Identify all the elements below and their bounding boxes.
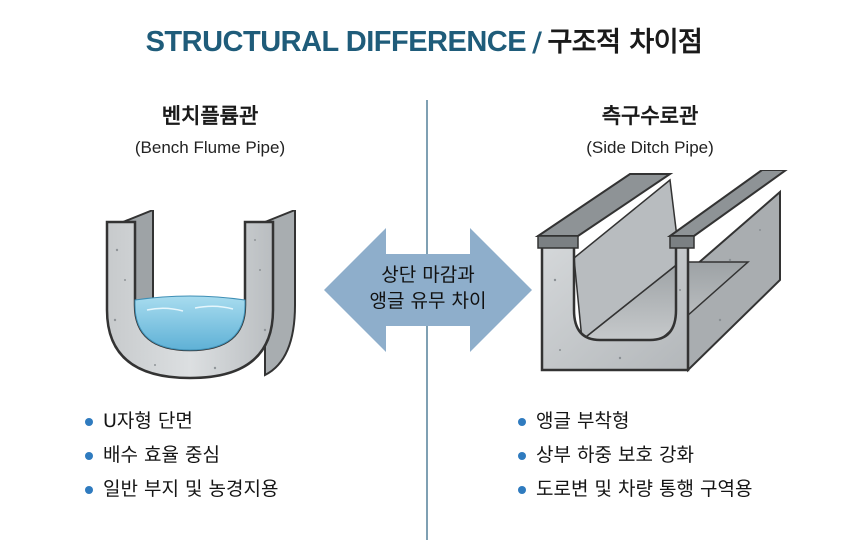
title-english: STRUCTURAL DIFFERENCE (145, 26, 527, 58)
water-fill (134, 295, 246, 351)
difference-caption: 상단 마감과 앵글 유무 차이 (324, 262, 532, 314)
bench-flume-heading: 벤치플륨관 (Bench Flume Pipe) (50, 100, 370, 158)
list-item: 배수 효율 중심 (83, 438, 278, 472)
side-ditch-illustration (534, 170, 788, 373)
list-item: 상부 하중 보호 강화 (516, 438, 752, 472)
difference-caption-line2: 앵글 유무 차이 (369, 290, 487, 312)
list-item: 앵글 부착형 (516, 404, 752, 438)
bench-flume-illustration (105, 210, 296, 380)
bench-flume-name-korean: 벤치플륨관 (161, 104, 259, 128)
list-item: U자형 단면 (83, 404, 278, 438)
side-ditch-features: 앵글 부착형 상부 하중 보호 강화 도로변 및 차량 통행 구역용 (516, 404, 752, 506)
difference-caption-line1: 상단 마감과 (381, 264, 475, 286)
list-item: 일반 부지 및 농경지용 (83, 472, 278, 506)
side-ditch-heading: 측구수로관 (Side Ditch Pipe) (490, 100, 810, 158)
side-ditch-name-korean: 측구수로관 (601, 104, 699, 128)
page-title: STRUCTURAL DIFFERENCE/구조적 차이점 (0, 20, 848, 59)
bench-flume-features: U자형 단면 배수 효율 중심 일반 부지 및 농경지용 (83, 404, 278, 506)
side-ditch-name-english: (Side Ditch Pipe) (586, 138, 714, 157)
list-item: 도로변 및 차량 통행 구역용 (516, 472, 752, 506)
bench-flume-name-english: (Bench Flume Pipe) (134, 138, 286, 157)
comparison-double-arrow (324, 228, 532, 352)
title-korean: 구조적 차이점 (547, 27, 703, 58)
title-separator: / (532, 27, 542, 58)
